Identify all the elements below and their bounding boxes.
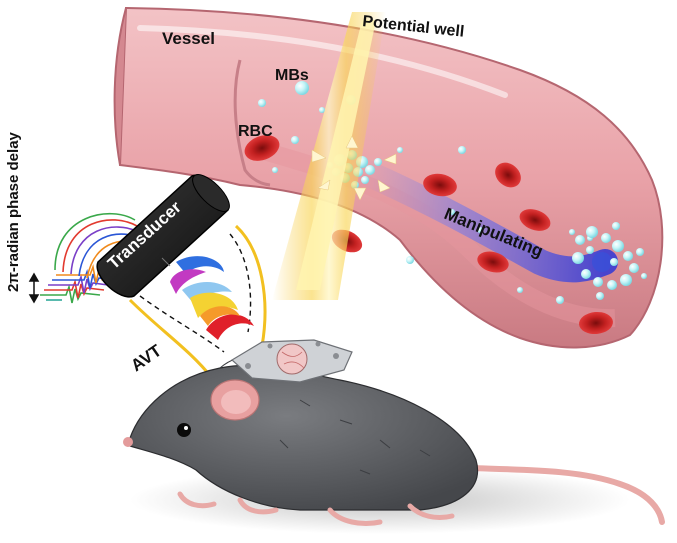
implant-brain-vessels xyxy=(281,351,305,369)
implant-screw xyxy=(267,343,273,349)
acoustic-beam-icon xyxy=(272,12,397,300)
vortex-ring-orange xyxy=(200,306,240,326)
rbc-cell xyxy=(579,311,613,335)
phase-delay-pulses xyxy=(40,264,117,304)
mouse-nose xyxy=(123,437,133,447)
label-rbc: RBC xyxy=(238,123,273,140)
vessel-cut-edge xyxy=(233,59,271,187)
label-avt: AVT xyxy=(127,341,165,376)
field-boundary-left xyxy=(128,298,214,379)
implant-screw xyxy=(333,353,339,359)
implant-brain-window xyxy=(276,343,308,375)
field-dashed-left xyxy=(139,295,225,353)
mouse-front-paw-2 xyxy=(237,497,279,515)
rbc-cell xyxy=(477,251,509,273)
label-phase-delay: 2π-radian phase delay xyxy=(5,131,22,292)
trap-arrows xyxy=(311,135,397,201)
vortex-ring-red xyxy=(206,314,254,340)
rbc-cell xyxy=(423,173,457,197)
mouse-hind-paw-2 xyxy=(407,503,455,521)
label-vessel: Vessel xyxy=(162,29,215,48)
microbubble-cluster-target xyxy=(569,222,647,300)
rbc-cell xyxy=(495,162,521,188)
label-mbs: MBs xyxy=(275,67,309,84)
vessel-end-cap xyxy=(113,7,127,166)
transducer-icon: Transducer xyxy=(96,174,230,298)
rbc-cell xyxy=(519,209,551,231)
vortex-ring-yellow xyxy=(190,292,238,318)
manipulation-trail xyxy=(347,157,618,283)
mouse-eye xyxy=(177,423,191,437)
transducer-face xyxy=(192,174,230,212)
mouse-hind-paw xyxy=(327,507,383,526)
implant-screw xyxy=(315,341,321,347)
acoustic-vortex-icon xyxy=(128,224,267,379)
cranial-window-implant xyxy=(230,339,353,383)
mouse-illustration xyxy=(123,353,665,534)
transducer-seam xyxy=(161,257,171,267)
mouse-front-paw xyxy=(177,491,217,509)
double-arrow-icon xyxy=(28,272,40,304)
rbc-cell xyxy=(244,135,280,161)
mouse-tail xyxy=(467,465,665,525)
field-boundary-right xyxy=(234,224,267,347)
vortex-ring-magenta xyxy=(170,269,206,294)
mouse-fur-strokes xyxy=(279,399,431,475)
mouse-ear-inner xyxy=(221,390,251,414)
beam-core xyxy=(296,20,376,290)
mouse-eye-glint xyxy=(184,426,188,430)
implant-screw xyxy=(245,363,251,369)
